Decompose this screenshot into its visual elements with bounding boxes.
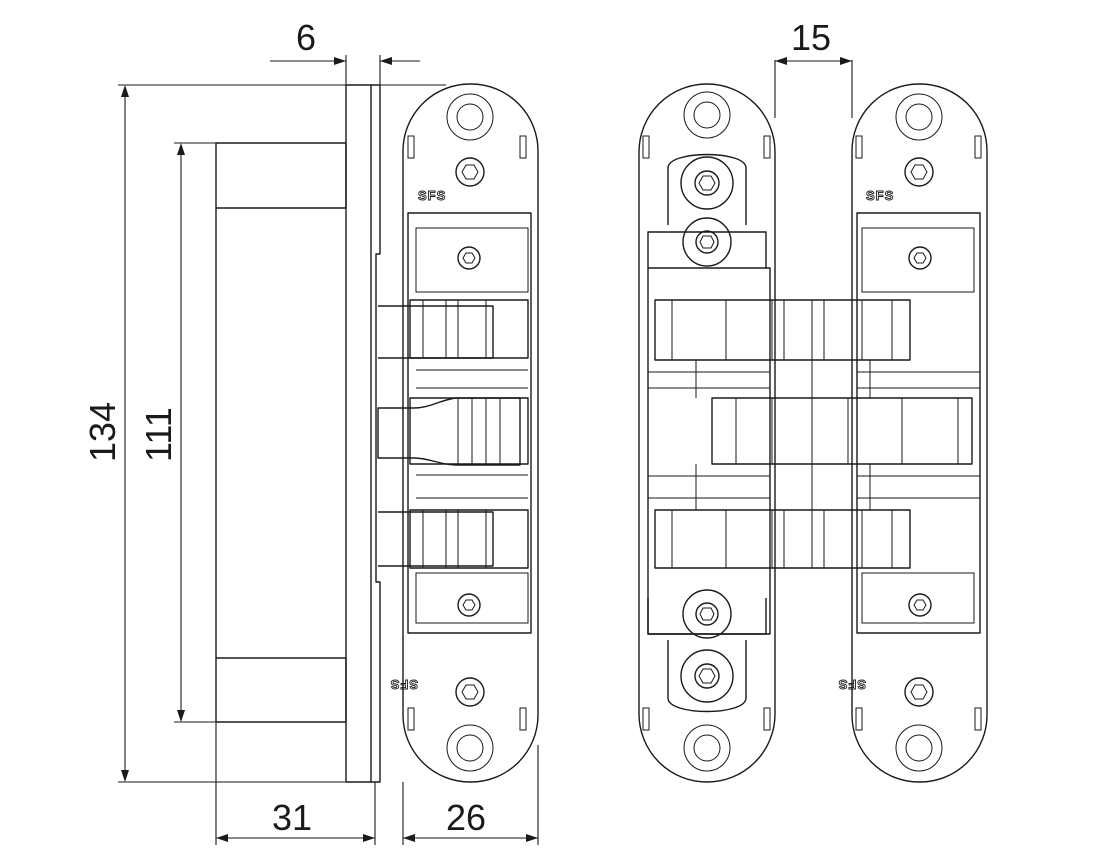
dim-label-overall-height: 134 (82, 402, 123, 462)
side-view (215, 84, 521, 783)
sfs-logo-right-bottom: SFS (838, 677, 866, 692)
dimension-lines (118, 55, 853, 845)
sfs-logo-bottom: SFS (390, 677, 418, 692)
sfs-logo-right-top: SFS (866, 188, 894, 203)
front-view-pair: SFS SFS (638, 83, 988, 783)
sfs-logo-top: SFS (418, 188, 446, 203)
front-view-single: SFS SFS (389, 83, 539, 783)
dim-label-body-height: 111 (138, 407, 179, 462)
dim-label-plate-thickness: 6 (296, 17, 316, 58)
dim-label-hinge-gap: 15 (791, 17, 831, 58)
dimension-labels: 6 15 134 111 31 26 (82, 17, 831, 838)
dim-label-body-depth: 31 (272, 797, 312, 838)
dim-label-plate-width: 26 (446, 797, 486, 838)
